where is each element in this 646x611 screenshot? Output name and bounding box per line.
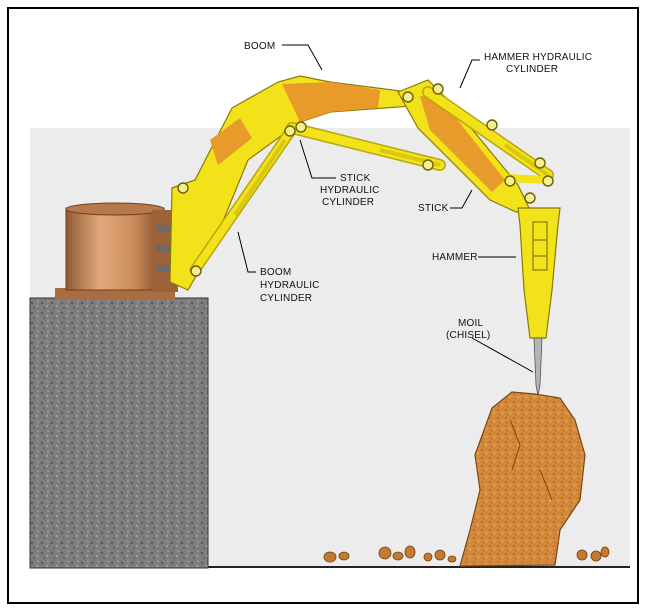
pivot-pins — [177, 83, 554, 277]
label-hammer-hydraulic-cylinder-line1: HAMMER HYDRAULIC — [484, 52, 592, 63]
leader-lines — [237, 44, 534, 373]
label-boom-hydraulic-cylinder-line2: HYDRAULIC — [260, 280, 320, 291]
label-stick-hydraulic-cylinder-line2: HYDRAULIC — [320, 185, 380, 196]
label-stick: STICK — [418, 203, 449, 214]
rock — [459, 391, 586, 567]
pedestal — [55, 202, 182, 300]
label-stick-hydraulic-cylinder-line1: STICK — [340, 173, 371, 184]
label-boom-hydraulic-cylinder-line1: BOOM — [260, 267, 291, 278]
label-hammer: HAMMER — [432, 252, 478, 263]
concrete-block — [29, 297, 209, 569]
label-moil-line1: MOIL — [458, 318, 483, 329]
boom-hydraulic-cylinder — [189, 126, 296, 276]
rock-rubble — [323, 545, 610, 563]
label-stick-hydraulic-cylinder-line3: CYLINDER — [322, 197, 374, 208]
hammer — [517, 207, 561, 339]
label-boom-hydraulic-cylinder-line3: CYLINDER — [260, 293, 312, 304]
label-boom: BOOM — [244, 41, 275, 52]
hammer-hydraulic-cylinder — [422, 86, 554, 184]
label-moil-line2: (CHISEL) — [446, 330, 490, 341]
label-hammer-hydraulic-cylinder-line2: CYLINDER — [506, 64, 558, 75]
moil — [533, 337, 543, 397]
